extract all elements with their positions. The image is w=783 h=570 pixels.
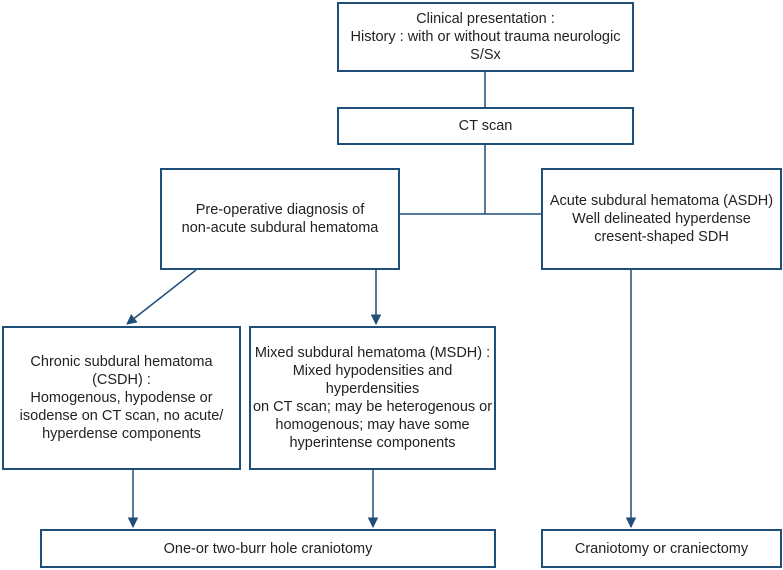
node-text-line: S/Sx [470, 47, 501, 63]
node-preop-diagnosis: Pre-operative diagnosis of non-acute sub… [160, 168, 400, 270]
node-text-line: Pre-operative diagnosis of [195, 202, 365, 218]
node-asdh: Acute subdural hematoma (ASDH) Well deli… [541, 168, 782, 270]
node-text-line: homogenous; may have some [275, 417, 470, 433]
node-text-line: Craniotomy or craniectomy [574, 540, 749, 557]
node-text-line: hyperdense components [42, 426, 201, 442]
node-text-line: Well delineated hyperdense [572, 211, 751, 227]
node-msdh: Mixed subdural hematoma (MSDH) : Mixed h… [249, 326, 496, 470]
node-text-line: Clinical presentation : [416, 11, 555, 27]
node-text-line: Mixed hypodensities and hyperdensities [292, 363, 453, 397]
node-text-line: isodense on CT scan, no acute/ [19, 408, 224, 424]
node-text-line: Mixed subdural hematoma (MSDH) : [254, 345, 491, 361]
node-ct-scan: CT scan [337, 107, 634, 145]
node-text-line: Chronic subdural hematoma [30, 354, 213, 370]
node-text-line: cresent-shaped SDH [594, 229, 729, 245]
node-csdh: Chronic subdural hematoma (CSDH) : Homog… [2, 326, 241, 470]
node-craniotomy-or-craniectomy: Craniotomy or craniectomy [541, 529, 782, 568]
node-clinical-presentation: Clinical presentation : History : with o… [337, 2, 634, 72]
node-burr-hole-craniotomy: One-or two-burr hole craniotomy [40, 529, 496, 568]
node-text-line: History : with or without trauma neurolo… [350, 29, 621, 45]
node-text-line: One-or two-burr hole craniotomy [163, 540, 373, 557]
node-text-line: hyperintense components [289, 435, 456, 451]
node-text-line: CT scan [458, 118, 513, 134]
node-text-line: Homogenous, hypodense or [30, 390, 213, 406]
node-text-line: on CT scan; may be heterogenous or [252, 399, 493, 415]
node-text-line: Acute subdural hematoma (ASDH) [549, 193, 774, 209]
node-text-line: non-acute subdural hematoma [181, 220, 379, 236]
arrow-preop-to-csdh [126, 269, 197, 325]
node-text-line: (CSDH) : [92, 372, 151, 388]
